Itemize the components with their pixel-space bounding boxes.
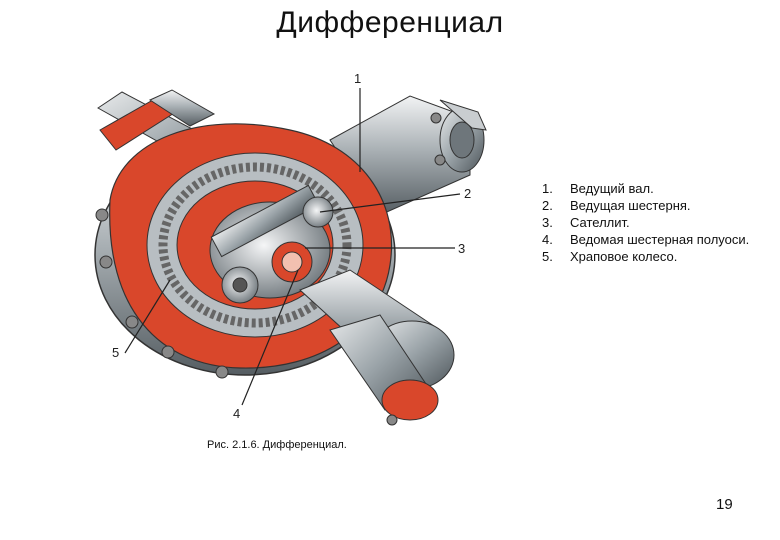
figure-caption: Рис. 2.1.6. Дифференциал. [207, 439, 347, 451]
callout-5: 5 [112, 345, 119, 360]
parts-legend: 1.Ведущий вал. 2.Ведущая шестерня. 3.Сат… [542, 180, 749, 265]
callout-1: 1 [354, 71, 361, 86]
legend-item: 1.Ведущий вал. [542, 180, 749, 197]
page-number: 19 [716, 496, 733, 513]
legend-item: 2.Ведущая шестерня. [542, 197, 749, 214]
legend-item: 3.Сателлит. [542, 214, 749, 231]
callout-3: 3 [458, 241, 465, 256]
callout-4: 4 [233, 406, 240, 421]
legend-item: 5.Храповое колесо. [542, 248, 749, 265]
legend-item: 4.Ведомая шестерная полуоси. [542, 231, 749, 248]
callout-2: 2 [464, 186, 471, 201]
